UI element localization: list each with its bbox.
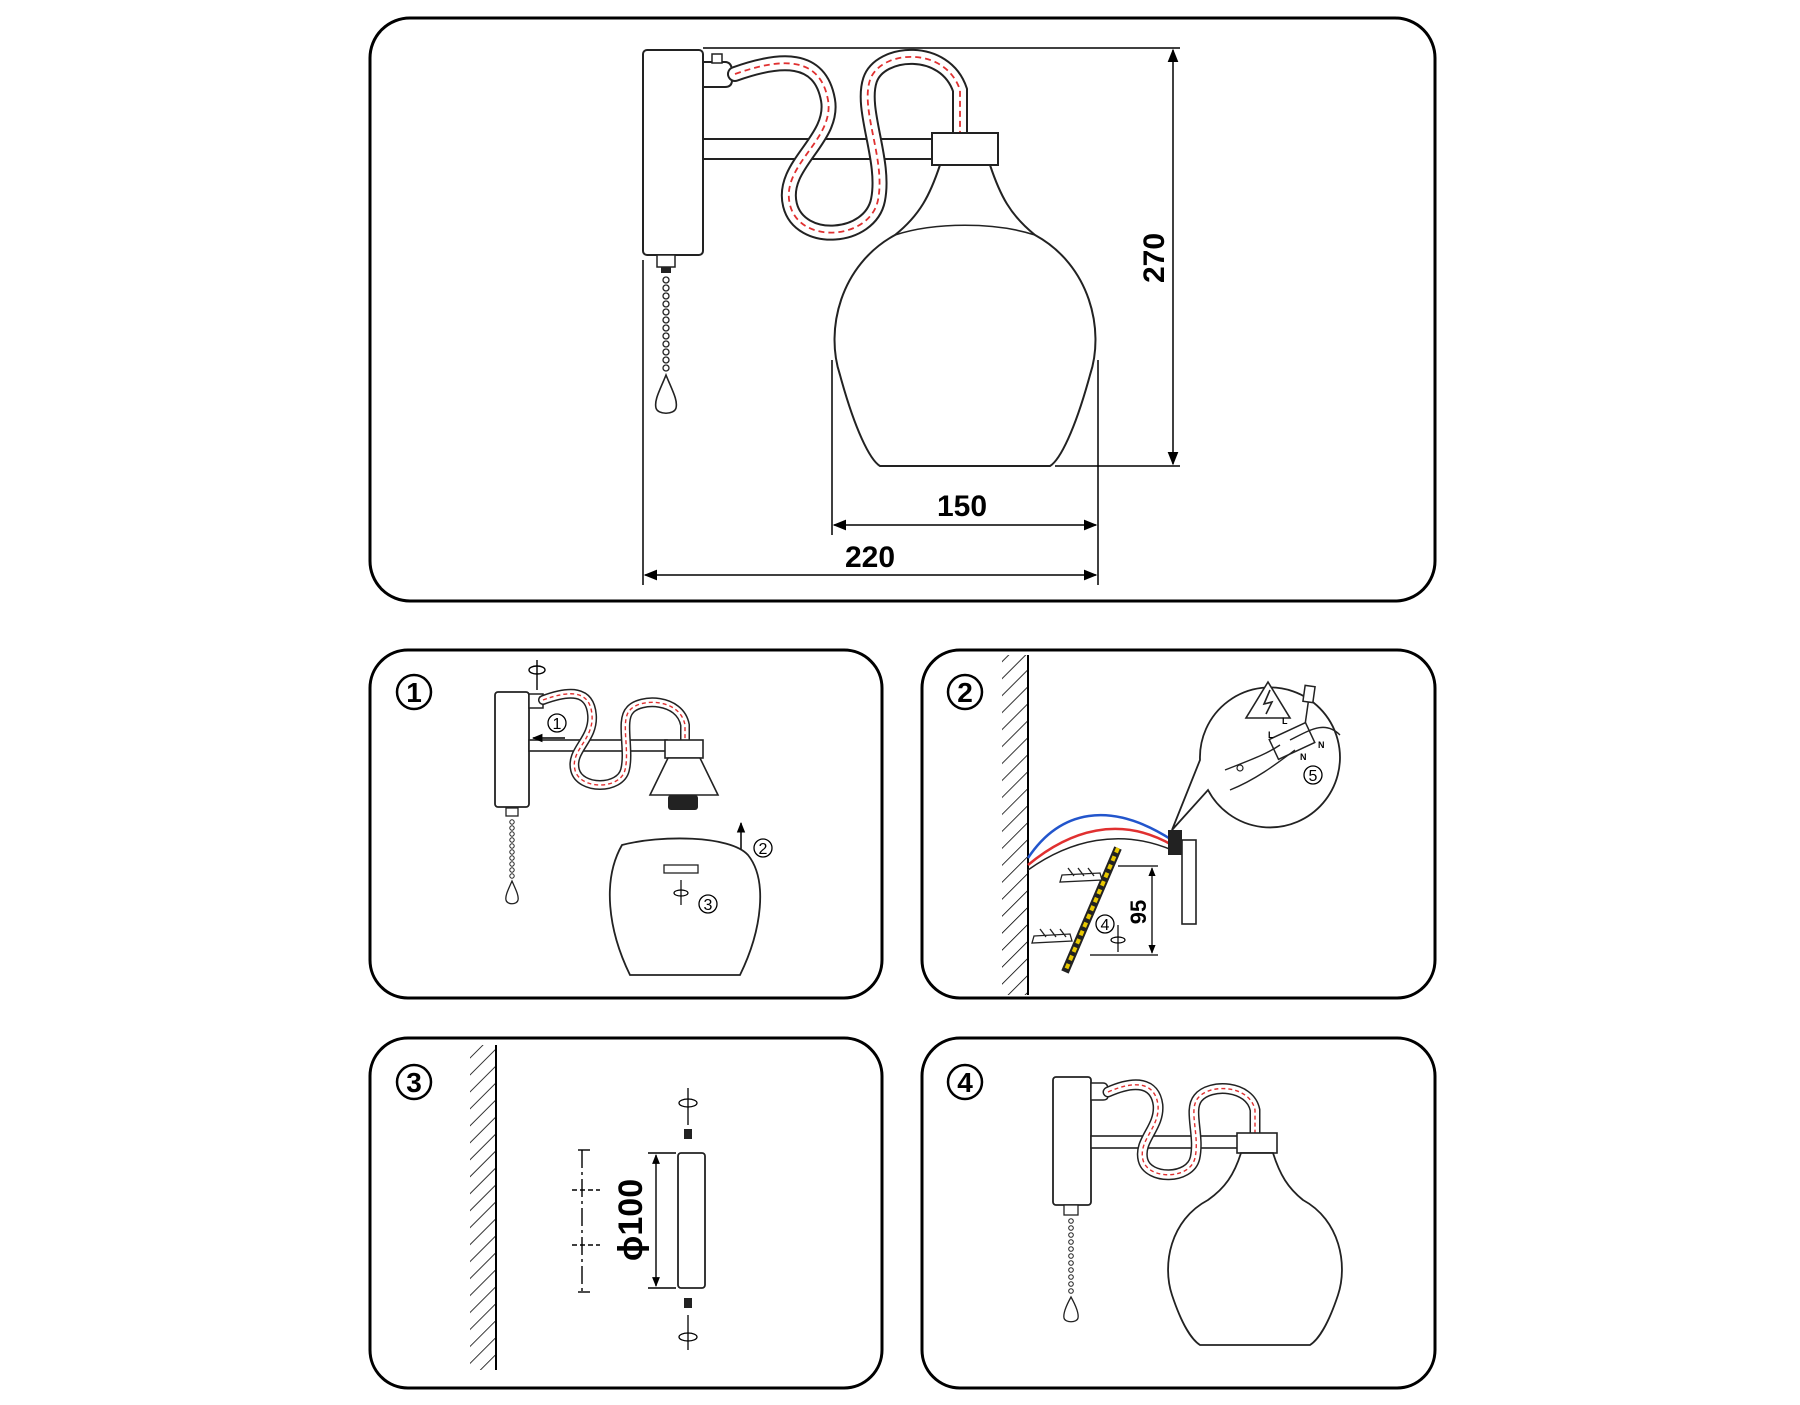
step1-panel: 1 1 2 [368,648,884,1000]
step3-number: 3 [406,1067,422,1098]
pull-chain-weight [654,372,678,415]
substep4-label: 4 [1101,917,1110,934]
step2-panel: 2 95 4 [920,648,1437,1000]
screwdriver-icon [1302,684,1316,726]
wiring-callout [1171,686,1341,831]
rotate-icon [528,660,546,690]
terminal-connector [1224,721,1341,791]
pull-chain [662,276,670,372]
overview-panel: 270 150 220 [368,16,1437,603]
substep1-label: 1 [553,716,562,733]
wall-anchor-bottom [1031,928,1073,944]
terminal-label-n1: N [1300,752,1307,762]
wire-red [1027,827,1173,866]
step2-number: 2 [957,677,973,708]
step2-wall [1002,655,1028,995]
wire-blue [1026,813,1173,859]
step4-cable [1107,1084,1256,1176]
substep5-label: 5 [1309,768,1318,785]
step1-number: 1 [406,677,422,708]
step2-backplate [1181,839,1197,925]
screw-top [678,1088,698,1139]
dim-diameter-100: ϕ100 [612,1179,650,1261]
step4-number: 4 [957,1067,973,1098]
dim-spacing-95: 95 [1126,900,1151,924]
pull-switch [656,254,676,268]
step1-arm [528,739,668,752]
step4-panel: 4 [920,1036,1437,1390]
wall-anchor-top [1059,867,1103,883]
lamp-holder [931,132,999,166]
terminal-label-l2: L [1282,716,1288,726]
step1-cable [542,693,686,786]
step3-panel: 3 [368,1036,884,1390]
step1-shade [608,837,762,976]
step4-arm [1090,1135,1242,1149]
substep3-label: 3 [704,897,713,914]
step1-lamp-holder [664,739,704,759]
screw-bottom [678,1298,698,1350]
step3-plate [677,1152,706,1289]
step4-lamp-holder [1236,1132,1278,1154]
terminal-label-l1: L [1268,730,1274,740]
wall-backplate [642,49,704,256]
terminal-block [1168,830,1182,855]
step4-pull-chain [1068,1218,1074,1294]
step1-pull-chain [509,819,515,879]
step1-backplate [494,691,530,808]
step3-wall [470,1045,496,1370]
dimension-lines [642,47,1180,585]
dim-height-270: 270 [1138,233,1171,283]
step1-socket [668,795,698,810]
substep2-label: 2 [759,841,768,858]
dim-total-width-220: 220 [845,541,895,574]
glass-shade [833,164,1097,467]
step4-backplate [1052,1076,1092,1206]
terminal-label-n2: N [1318,740,1325,750]
step1-shade-ring [663,864,699,874]
step4-shade [1167,1152,1343,1346]
high-voltage-icon [1244,680,1292,719]
dim-shade-width-150: 150 [937,490,987,523]
